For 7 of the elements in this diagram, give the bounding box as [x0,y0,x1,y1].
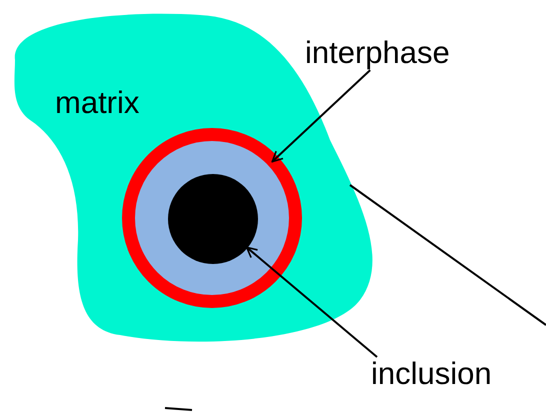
callout-label: interphase [305,36,450,70]
line [349,184,546,326]
inclusion-particle [168,174,258,264]
arrow [271,69,371,162]
region-label: matrix [55,86,140,120]
arrow [246,246,378,358]
callout-label: inclusion [371,357,492,392]
